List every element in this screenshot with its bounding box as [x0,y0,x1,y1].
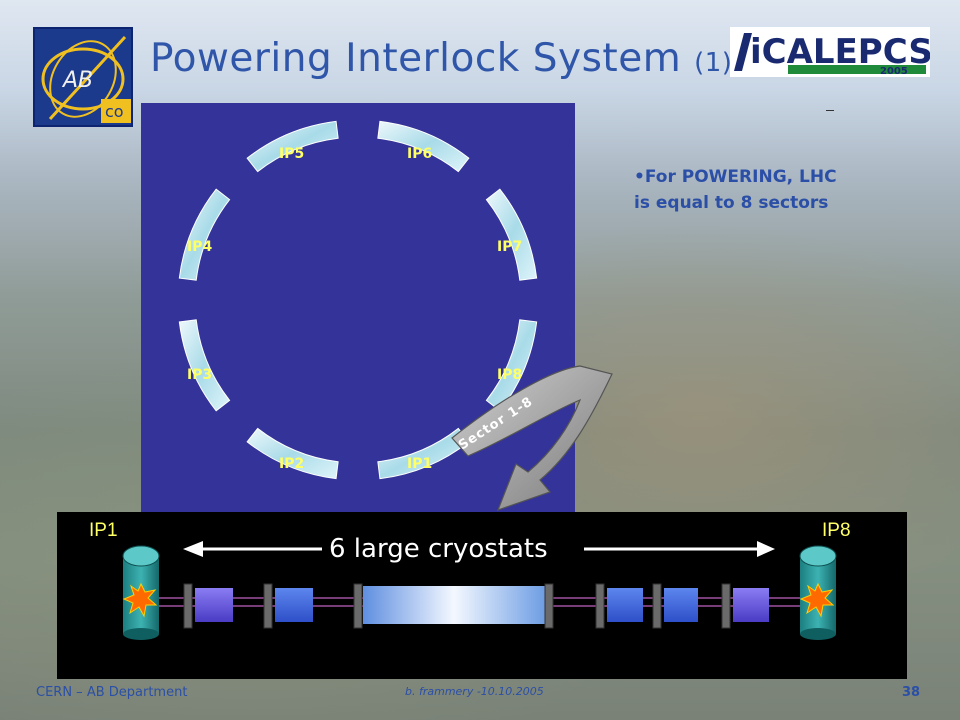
icalepcs-logo: iCALEPCS 2005 [730,27,933,77]
dash-mark [826,110,834,111]
ip1-cylinder [122,545,160,640]
page-number: 38 [902,685,921,700]
flange [595,583,605,629]
strip-label-ip8: IP8 [822,520,851,541]
magnet-row [183,583,769,629]
magnet [195,588,233,622]
info-text: •For POWERING, LHC is equal to 8 sectors [634,164,914,216]
ring-segment [178,319,231,412]
large-cryostat [363,586,545,624]
cryostats-caption: 6 large cryostats [329,534,548,564]
ip-label: IP3 [187,367,213,383]
ring-segment [246,120,339,173]
ip-label: IP2 [279,456,305,472]
ip-label: IP5 [279,146,305,162]
info-line-1: •For POWERING, LHC [634,167,837,187]
magnet [664,588,698,622]
ip-label: IP7 [497,239,523,255]
explosion-icon [122,582,158,618]
strip-label-ip1: IP1 [89,520,118,541]
svg-text:2005: 2005 [880,66,908,77]
lhc-ring-diagram [178,120,538,480]
ip-label: IP6 [407,146,433,162]
ip-label: IP8 [497,367,523,383]
ring-segment [246,427,339,480]
footer-author: b. frammery -10.10.2005 [405,685,544,698]
arrow-head-left [183,541,203,557]
explosion-icon [799,582,835,618]
magnet [733,588,769,622]
ip-label: IP4 [187,239,213,255]
ring-segment [178,188,231,281]
page-title: Powering Interlock System (1) [150,36,732,81]
ab-logo-icon: AB co [41,35,131,123]
ab-co-logo: AB co [33,27,133,127]
ring-segment [377,427,470,480]
title-suffix: (1) [694,48,733,78]
ring-segment [485,319,538,412]
svg-text:AB: AB [61,68,93,93]
arrow-head-right [757,541,775,557]
footer-department: CERN – AB Department [36,685,188,700]
ring-segments [178,120,538,480]
magnet [275,588,313,622]
flange [544,583,554,629]
svg-text:co: co [105,102,124,121]
info-line-2: is equal to 8 sectors [634,193,829,213]
flange [652,583,662,629]
title-main: Powering Interlock System [150,36,682,81]
flange [353,583,363,629]
lhc-ring-panel [141,103,575,533]
cryostat-diagram [122,541,837,640]
sector-arrow: Sector 1-8 [451,365,613,511]
magnet [607,588,643,622]
ip8-cylinder [799,545,837,640]
ring-segment [485,188,538,281]
ring-segment [377,120,470,173]
flange [183,583,193,629]
ip-label: IP1 [407,456,433,472]
flange [263,583,273,629]
flange [721,583,731,629]
curved-arrow-shape [451,365,613,511]
